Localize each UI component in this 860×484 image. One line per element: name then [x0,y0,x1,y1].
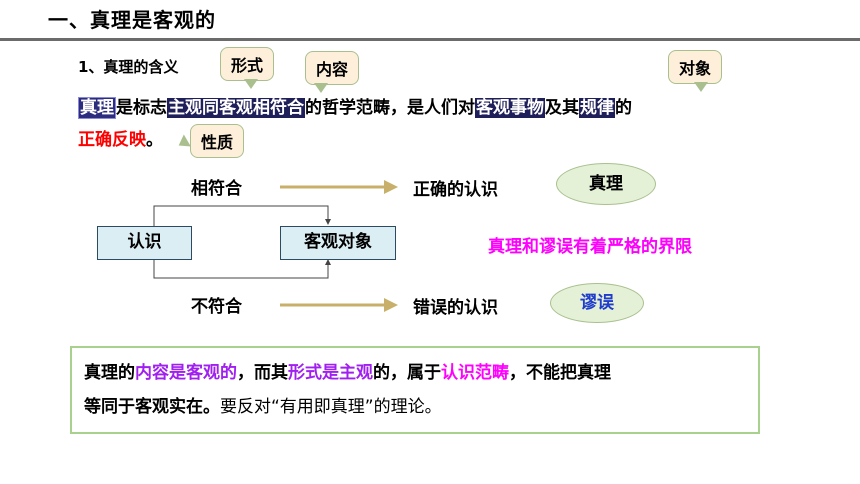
section-title: 一、真理是客观的 [48,8,216,32]
connector-lines [153,205,331,279]
term-truth: 真理 [78,97,116,119]
term-laws: 规律 [579,98,615,118]
node-objective-thing: 客观对象 [280,226,396,260]
callout-object: 对象 [668,50,723,84]
summary-box: 真理的内容是客观的，而其形式是主观的，属于认识范畴，不能把真理 等同于客观实在。… [70,346,760,434]
subtitle-text: 1、真理的含义 [78,58,179,76]
label-correct-cognition: 正确的认识 [413,180,498,200]
oval-fallacy: 谬误 [550,283,644,323]
term-match: 主观同客观相符合 [167,98,305,118]
callout-form: 形式 [220,47,275,81]
highlight-content-objective: 内容是客观的 [135,363,237,383]
text: 。 [146,130,163,150]
text: 等同于客观实在。 [84,397,220,417]
text: 及其 [545,98,579,118]
text: ，不能把真理 [509,363,611,383]
callout-form-tail [244,79,258,89]
title-divider [0,38,860,41]
definition-line-2: 正确反映。 [78,124,632,156]
summary-line-2: 等同于客观实在。要反对“有用即真理”的理论。 [84,390,746,424]
definition-paragraph: 真理是标志主观同客观相符合的哲学范畴，是人们对客观事物及其规律的 正确反映。 [78,92,632,156]
definition-line-1: 真理是标志主观同客观相符合的哲学范畴，是人们对客观事物及其规律的 [78,92,632,124]
label-match: 相符合 [191,179,242,199]
term-correct-reflection: 正确反映 [78,130,146,150]
term-objective-things: 客观事物 [475,98,545,118]
label-mismatch: 不符合 [191,297,242,317]
highlight-cognition-category: 认识范畴 [441,363,509,383]
boundary-statement: 真理和谬误有着严格的界限 [488,237,692,257]
text: 要反对“有用即真理”的理论。 [220,397,442,417]
oval-truth: 真理 [556,163,656,205]
summary-line-1: 真理的内容是客观的，而其形式是主观的，属于认识范畴，不能把真理 [84,356,746,390]
text: 是标志 [116,98,167,118]
highlight-form-subjective: 形式是主观 [288,363,373,383]
text: ，而其 [237,363,288,383]
callout-content-tail [314,83,328,93]
text: 的哲学范畴，是人们对 [305,98,475,118]
subtitle: 1、真理的含义第 [78,56,242,77]
callout-content: 内容 [305,51,360,85]
arrow-match [280,180,398,194]
arrow-mismatch [280,298,398,312]
text: 的，属于 [373,363,441,383]
callout-nature: 性质 [190,124,245,158]
text: 的 [615,98,632,118]
text: 真理的 [84,363,135,383]
label-wrong-cognition: 错误的认识 [413,298,498,318]
node-cognition: 认识 [97,226,192,260]
callout-object-tail [694,82,708,92]
